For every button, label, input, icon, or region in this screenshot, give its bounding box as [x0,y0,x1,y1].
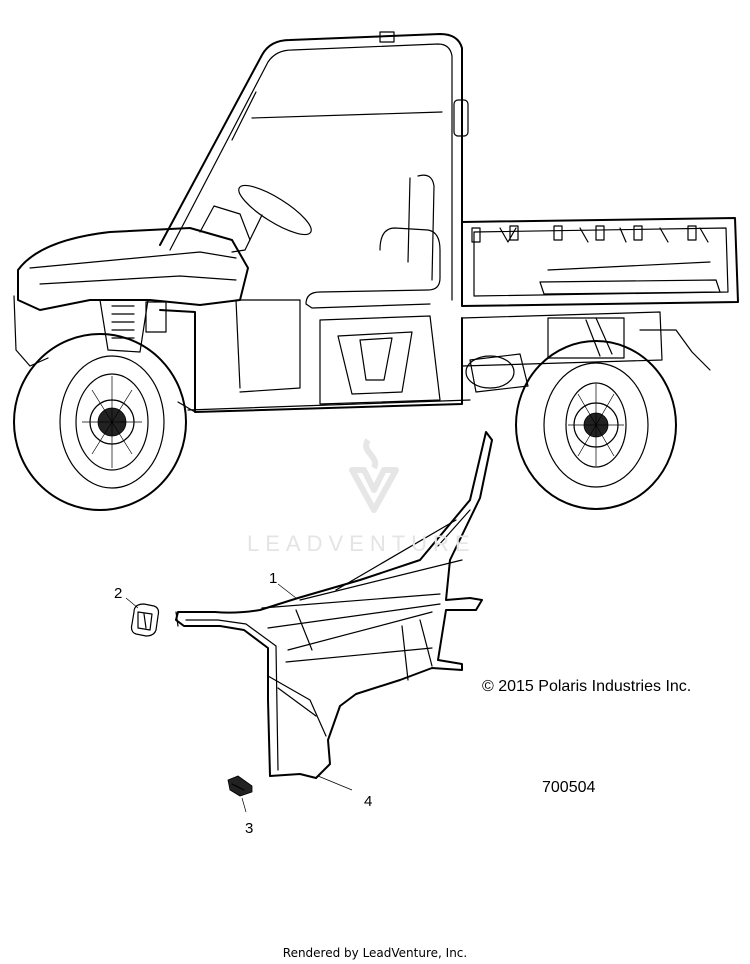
clip-part-2 [125,597,160,637]
callout-part-3: 3 [245,820,254,837]
callout-part-1: 1 [269,570,278,587]
copyright-notice: © 2015 Polaris Industries Inc. [482,678,692,695]
side-net-part-1 [175,431,493,791]
rear-wheel [515,340,677,510]
front-wheel [13,333,187,511]
diagram-number: 700504 [542,779,596,796]
callout-part-2: 2 [114,585,123,602]
vehicle-illustration [13,31,739,511]
watermark-logo [349,438,399,513]
fastener-part-3 [227,775,253,813]
callout-part-4: 4 [364,793,373,810]
footer-rendered-by: Rendered by LeadVenture, Inc. [282,946,468,960]
watermark-text: LEADVENTURE [247,531,476,556]
